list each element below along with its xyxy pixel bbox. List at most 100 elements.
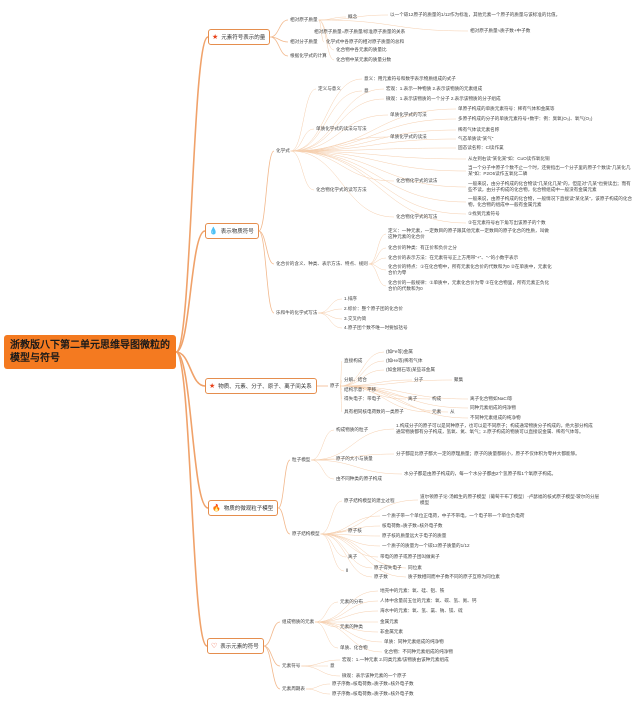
node-electron-transfer[interactable]: 得失电子：带电子 [344, 396, 381, 401]
node-nonmetal-elements[interactable]: 非金属元素 [380, 629, 403, 634]
node-electron-gain-loss[interactable]: 原子得失电子 [374, 565, 402, 570]
node-symbol-meaning[interactable]: 意 [330, 663, 335, 668]
node-body-elements[interactable]: 人体中含量前五位的元素：氧、碳、氢、氮、钙 [380, 598, 477, 603]
node-gas-read[interactable]: 气态单质读"某气" [458, 136, 494, 141]
node-chemical-formula[interactable]: 化学式 [276, 148, 290, 153]
node-read-rule-3[interactable]: 一般来说，由分子构成的化合物读"几某化几某"的，但是对"几某"也要读出；而有些不… [468, 181, 631, 192]
node-charge-unit[interactable]: 一个质子带一个单位正电荷，中子不带电，一个电子带一个单位负电荷 [382, 513, 525, 518]
node-mass-formula[interactable]: 相对原子质量≈质子数+中子数 [470, 28, 531, 33]
node-noble-gas[interactable]: (如He等)稀有气体 [386, 358, 423, 363]
node-element-single-atom[interactable]: 单原子构成的单质元素符号：稀有气体和金属等 [458, 106, 555, 111]
node-step-2[interactable]: 2.标价：整个原子团的化合价 [344, 306, 403, 311]
node-molecule[interactable]: 分子 [414, 377, 424, 382]
node-charge-equal[interactable]: 核电荷数=质子数=核外电子数 [382, 523, 443, 528]
node-relative-molecular-mass[interactable]: 相对分子质量 [290, 39, 318, 44]
node-step-4[interactable]: 4.原子团个数不唯一时要加括号 [344, 325, 408, 330]
node-write-rule-2[interactable]: ②在元素符号右下角写出该原子的个数 [468, 220, 546, 225]
node-concept[interactable]: 概念 [348, 14, 358, 19]
node-model-history[interactable]: 原子结构模型的建立过程 [344, 498, 395, 503]
node-aggregate[interactable]: 聚集 [454, 377, 464, 382]
node-simple-def[interactable]: 单质：同种元素组成的纯净物 [384, 639, 444, 644]
node-constituent-particles[interactable]: 构成物质的粒子 [336, 427, 369, 432]
node-compound-writing[interactable]: 化合物化学式的写法 [396, 214, 438, 219]
node-formula-calc[interactable]: 根据化学式的计算 [290, 53, 327, 58]
node-definition-meaning[interactable]: 定义与意义 [318, 86, 341, 91]
node-write-rule-1[interactable]: ①找到元素符号 [468, 211, 500, 216]
node-atom-structure[interactable]: 原子结构模型 [292, 531, 320, 536]
node-constituent-elements[interactable]: 组成物质的元素 [282, 619, 315, 624]
node-compose[interactable]: 构成 [432, 396, 442, 401]
node-structure[interactable]: 结构示意：平移 [344, 387, 377, 392]
node-compound-reading[interactable]: 化合物化学式的读法 [396, 178, 438, 183]
node-ion-detail[interactable]: 带电的原子或原子团叫做离子 [380, 554, 440, 559]
node-molecular-mass-detail[interactable]: 化学式中各原子的相对原子质量的总和 [326, 39, 405, 44]
node-compound-def[interactable]: 化合物：不同种元素组成的纯净物 [384, 649, 453, 654]
node-particle-model[interactable]: 粒子模型 [292, 457, 311, 462]
node-read-rule-1[interactable]: 从左到右读"某化某"如：CuO读作氧化铜 [468, 156, 550, 161]
node-simple-substance[interactable]: 同种元素组成的纯净物 [470, 405, 516, 410]
node-valence-rules[interactable]: 化合价的一般规律：①单质中，元素化合价为零 ②在化合物里，所有元素正负化合价的代… [388, 280, 550, 291]
node-atom-count[interactable]: 原子数 [374, 574, 388, 579]
node-mass-ratio[interactable]: 化合物中各元素的质量比 [336, 47, 387, 52]
node-valence-types[interactable]: 化合价的种类：有正价和负价之分 [388, 245, 457, 250]
node-model-history-detail[interactable]: 道尔顿原子论-汤姆生的原子模型（葡萄干布丁模型）-卢瑟福的核式原子模型-玻尔的分… [420, 494, 600, 505]
node-marker[interactable]: Ⅱ [346, 568, 349, 573]
node-proton-mass[interactable]: 一个质子的质量为一个碳12原子质量的1/12 [382, 543, 470, 548]
topic-relationships[interactable]: ★ 物质、元素、分子、原子、离子间关系 [205, 378, 317, 394]
node-valence-notation[interactable]: 化合价的表示方法：在元素符号正上方用带"+"、"-"的小数字表示 [388, 255, 519, 260]
node-from[interactable]: 从 [450, 409, 455, 414]
node-element-reading[interactable]: 单质化学式的读法 [390, 134, 427, 139]
node-ionic-compound[interactable]: 离子化合物如NaCl等 [470, 396, 513, 401]
node-mass-relation[interactable]: 相对原子质量=原子质量/标准原子质量的关系 [314, 29, 406, 34]
node-mass-fraction[interactable]: 化合物中某元素的质量分数 [336, 57, 392, 62]
node-read-rule-4[interactable]: 一般来说，由原子构成的化合物，一般情况下直接读"某化某"，该原子构成的化合物，化… [468, 196, 633, 207]
node-atomic-number-1[interactable]: 原子序数=核电荷数=质子数=核外电子数 [332, 681, 414, 686]
node-crust-elements[interactable]: 地壳中的元素：氧、硅、铝、铁 [380, 588, 445, 593]
node-nonmetal[interactable]: (如金刚石等)某些非金属 [386, 367, 435, 372]
node-water-molecule[interactable]: 水分子都是由原子构成的，每一个水分子都由2个氢原子和1个氧原子构成。 [404, 471, 557, 476]
node-element-writing[interactable]: 单质化学式的写法 [390, 112, 427, 117]
node-compound-formula[interactable]: 化合物化学式的读写方法 [316, 187, 367, 192]
node-atom-size-detail[interactable]: 分子都是比原子都大一定的原理质量；原子的质量都很小，原子不仅体积为零并大都能够。 [396, 451, 580, 456]
node-isotope-detail[interactable]: 质子数相同而中子数不同的原子互称为同位素 [408, 574, 500, 579]
node-atomic-number-2[interactable]: 原子序数=核电荷数=质子数=核外电子数 [332, 691, 414, 696]
topic-particle-model[interactable]: 🔥 物质的微观粒子模型 [208, 500, 279, 516]
topic-substance-symbols[interactable]: 💧 表示物质符号 [205, 223, 259, 239]
node-meaning-def[interactable]: 意义：用元素符号和数字表示物质组成的式子 [364, 76, 456, 81]
node-atom-size[interactable]: 原子的大小与质量 [336, 456, 373, 461]
node-writing-method[interactable]: 乐和牛的化学式写法 [276, 310, 318, 315]
root-topic[interactable]: 浙教版八下第二单元思维导图微粒的模型与符号 [4, 335, 176, 369]
node-atom[interactable]: 原子 [330, 383, 340, 388]
node-nucleus-mass[interactable]: 原子核的质量远大于电子的质量 [382, 533, 447, 538]
node-isotope[interactable]: 同位素 [408, 565, 422, 570]
node-constituent-detail[interactable]: 1.构成分子的原子可以是同种原子，也可以是不同原子；构成通常物质分子构成的。绝大… [396, 423, 593, 434]
node-macro-meaning[interactable]: 宏观：1.表示一种物质 2.表示该物质的元素组成 [386, 86, 483, 91]
node-step-3[interactable]: 3.交叉约简 [344, 316, 367, 321]
node-ion-def[interactable]: 离子 [348, 554, 358, 559]
node-ion[interactable]: 离子 [408, 396, 418, 401]
node-compound[interactable]: 不同种元素组成的纯净物 [470, 415, 521, 420]
node-valence-def[interactable]: 定义：一种元素，一定数目的原子跟其他元素一定数目的原子化合的性质，叫做这种元素的… [388, 228, 549, 239]
node-sea-elements[interactable]: 海水中的元素：氧、氢、氯、钠、镁、硫 [380, 608, 463, 613]
node-valence-features[interactable]: 化合价的特点：①在化合物中，所有元素化合价的代数和为0 ②在单质中，元素化合价为… [388, 264, 552, 275]
node-element-formula[interactable]: 单质化学式的读法与写法 [316, 126, 367, 131]
node-element[interactable]: 元素 [432, 409, 442, 414]
node-decompose-combine[interactable]: 分解、结合 [344, 377, 367, 382]
node-metal[interactable]: (如Fe等)金属 [386, 349, 413, 354]
node-element-multi-atom[interactable]: 多原子构成的分子的单质元素符号+数字：例：臭氧(O₃)、氧气(O₂) [458, 116, 593, 121]
node-simple-compound[interactable]: 单质、化合物 [340, 645, 368, 650]
node-noble-gas-read[interactable]: 稀有气体读元素名称 [458, 127, 500, 132]
node-solid-read[interactable]: 固态读名称：Cl读作氯 [458, 145, 504, 150]
node-nucleus[interactable]: 原子核 [348, 528, 362, 533]
node-direct-compose[interactable]: 直接构成 [344, 358, 363, 363]
node-different-atoms[interactable]: 由不同种类的原子构成 [336, 476, 382, 481]
node-element-symbol[interactable]: 元素符号 [282, 663, 301, 668]
node-relative-atomic-mass[interactable]: 相对原子质量 [290, 17, 318, 22]
node-element-kinds[interactable]: 元素的种类 [340, 624, 363, 629]
node-read-rule-2[interactable]: 当一个分子中原子个数不止一个时，还要指出一个分子里的原子个数读"几某化几某"如：… [468, 165, 631, 176]
node-step-1[interactable]: 1.排序 [344, 296, 358, 301]
topic-element-symbols[interactable]: ♡ 表示元素的符号 [207, 638, 264, 654]
node-same-charge[interactable]: 具有相同核电荷数的一类原子 [344, 409, 404, 414]
node-periodic-table[interactable]: 元素周期表 [282, 686, 305, 691]
node-symbol-micro[interactable]: 微观：表示该种元素的一个原子 [342, 673, 407, 678]
